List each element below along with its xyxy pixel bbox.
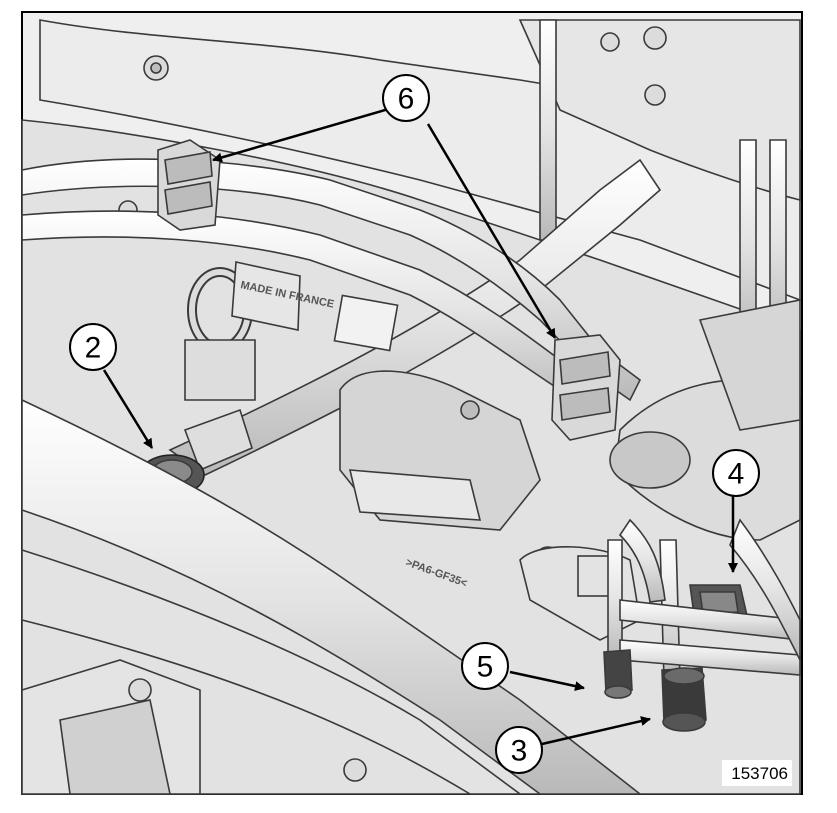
callout-6-label: 6 <box>398 83 415 116</box>
engine-drawing <box>21 19 801 795</box>
callout-2: 2 <box>69 323 117 371</box>
callout-3: 3 <box>495 726 543 774</box>
callout-5: 5 <box>461 642 509 690</box>
figure-number: 153706 <box>731 764 788 783</box>
callout-6: 6 <box>382 74 430 122</box>
leader-3 <box>541 716 651 746</box>
leader-5 <box>509 670 585 691</box>
callout-3-label: 3 <box>511 735 528 768</box>
callout-4: 4 <box>712 449 760 497</box>
callout-4-label: 4 <box>728 458 745 491</box>
leader-6-left <box>212 106 393 163</box>
leader-lines <box>102 106 738 746</box>
callout-5-label: 5 <box>477 651 494 684</box>
figure-number-box <box>722 760 792 786</box>
callout-2-label: 2 <box>85 332 102 365</box>
callouts: 6 2 4 5 3 <box>69 74 760 774</box>
leader-2 <box>102 369 154 449</box>
leader-6-right <box>426 123 557 339</box>
